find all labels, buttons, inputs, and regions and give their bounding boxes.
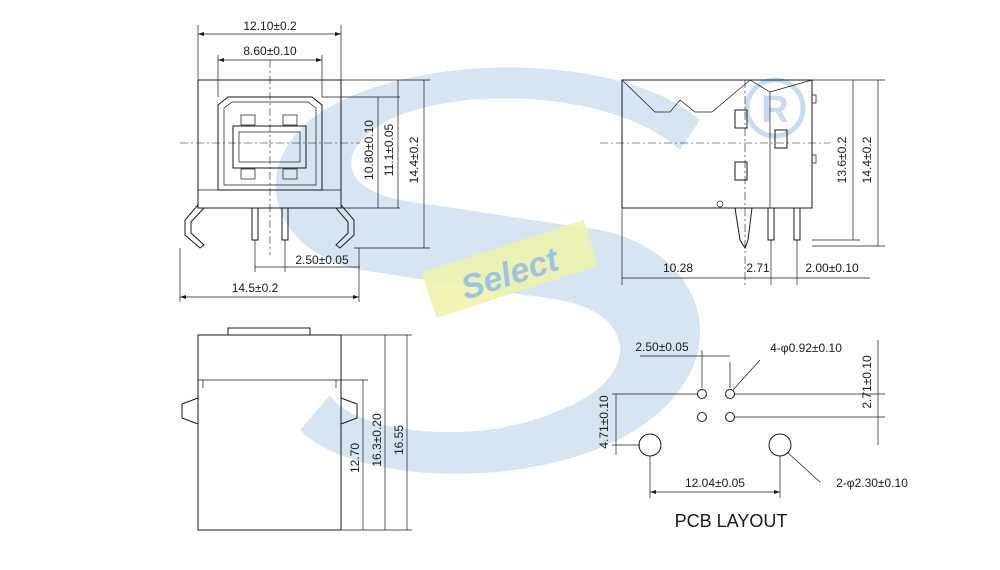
front-port-tongue	[232, 125, 307, 169]
pcb-pin-hole-1	[697, 389, 707, 399]
front-view: 12.10±0.2 8.60±0.10 10.80±0.10 11.1±0.05…	[179, 19, 430, 302]
side-offset-2-label: 2.71	[746, 261, 770, 275]
front-housing	[197, 79, 342, 209]
pcb-pin-pitch-label: 2.50±0.05	[635, 340, 689, 354]
pcb-mount-spacing-label: 12.04±0.05	[685, 476, 745, 490]
side-height-a-label: 13.6±0.2	[835, 136, 849, 183]
side-pin-2	[793, 207, 801, 241]
top-right-tab	[340, 397, 358, 425]
front-pin-pitch-label: 2.50±0.05	[295, 253, 349, 267]
top-height-b-label: 16.3±0.20	[370, 413, 384, 467]
registered-symbol: R	[761, 89, 788, 131]
pcb-layout: 2.50±0.05 4-φ0.92±0.10 2.71±0.10 4.71±0.…	[597, 340, 908, 531]
front-right-leg	[335, 204, 355, 249]
front-left-leg	[184, 204, 205, 249]
front-height-b-label: 11.1±0.05	[382, 123, 396, 176]
side-offset-3-label: 2.00±0.10	[805, 261, 859, 275]
side-housing	[621, 79, 813, 209]
top-view: 12.70 16.3±0.20 16.55	[181, 327, 412, 531]
top-height-a-label: 12.70	[348, 443, 362, 473]
pcb-pin-hole-2	[725, 389, 735, 399]
front-total-width-label: 14.5±0.2	[232, 281, 279, 295]
front-height-a-label: 10.80±0.10	[362, 120, 376, 180]
front-height-c-label: 14.4±0.2	[407, 136, 421, 183]
side-offset-1-label: 10.28	[663, 261, 693, 275]
watermark-yellow-band	[421, 219, 599, 319]
side-retention-leg	[734, 207, 753, 250]
pcb-mount-offset-label: 4.71±0.10	[597, 395, 611, 449]
pcb-row-spacing-label: 2.71±0.10	[860, 355, 874, 409]
pcb-pin-hole-4	[725, 412, 735, 422]
side-pin-1	[767, 207, 775, 241]
front-width-inner-label: 8.60±0.10	[243, 44, 297, 58]
pcb-layout-title: PCB LAYOUT	[675, 511, 788, 531]
front-pin-1	[251, 207, 259, 241]
pcb-mount-hole-1	[638, 433, 662, 457]
pcb-pin-holes-label: 4-φ0.92±0.10	[770, 341, 842, 355]
pcb-pin-hole-3	[697, 412, 707, 422]
pcb-mount-holes-label: 2-φ2.30±0.10	[836, 476, 908, 490]
side-height-b-label: 14.4±0.2	[860, 136, 874, 183]
front-width-outer-label: 12.10±0.2	[243, 19, 297, 33]
top-left-tab	[181, 397, 199, 425]
top-height-c-label: 16.55	[392, 425, 406, 455]
side-view: 13.6±0.2 14.4±0.2 10.28 2.71 2.00±0.10	[600, 79, 885, 285]
watermark-logo: Select R	[275, 67, 806, 474]
